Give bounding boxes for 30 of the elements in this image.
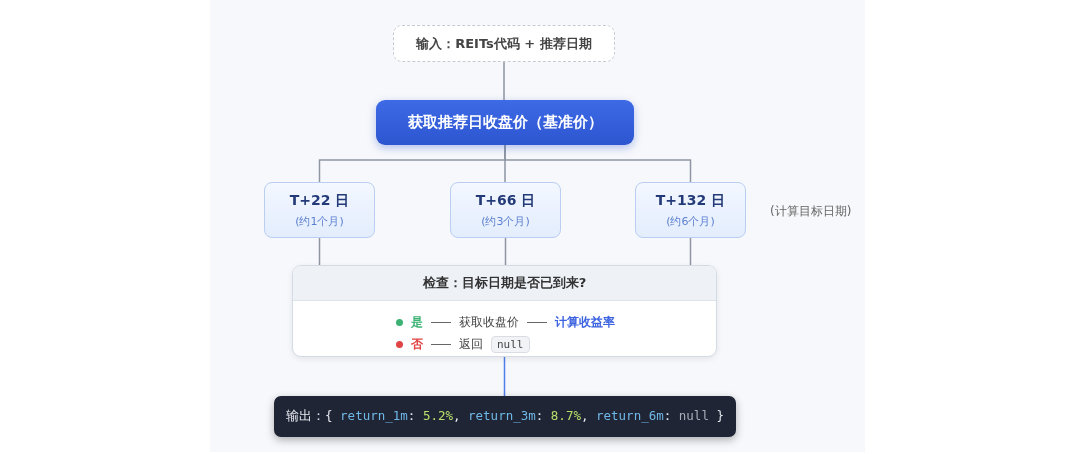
input-label: 输入：REITs代码 + 推荐日期 xyxy=(416,34,592,53)
step-text: 返回 xyxy=(459,335,483,353)
connector-line xyxy=(503,356,506,397)
code-chip: null xyxy=(491,335,530,353)
no-label: 否 xyxy=(411,335,423,353)
date-box xyxy=(264,182,375,238)
date-label: T+66 日 xyxy=(475,191,536,210)
date-label: T+132 日 xyxy=(655,191,726,210)
code-text: 输出：{ return_1m: 5.2%, return_3m: 8.7%, return_6m: null } xyxy=(286,408,724,425)
date-box xyxy=(635,182,746,238)
connector-line xyxy=(504,144,692,183)
process-box xyxy=(376,100,634,145)
date-note: (约6个月) xyxy=(666,213,715,229)
date-label: T+22 日 xyxy=(289,191,350,210)
check-card xyxy=(292,265,717,357)
date-box xyxy=(450,182,561,238)
date-note: (约3个月) xyxy=(481,213,530,229)
result-text: 计算收益率 xyxy=(555,313,615,331)
process-label: 获取推荐日收盘价（基准价） xyxy=(407,113,603,132)
output-code-box xyxy=(274,396,736,437)
input-box xyxy=(393,25,615,62)
connector-line xyxy=(503,61,505,101)
connector-line xyxy=(318,237,321,266)
yes-label: 是 xyxy=(411,313,423,331)
connector-line xyxy=(504,237,507,266)
annotation-text: (计算目标日期) xyxy=(770,203,852,220)
card-header: 检查：目标日期是否已到来? xyxy=(293,266,716,301)
step-text: 获取收盘价 xyxy=(459,313,519,331)
date-note: (约1个月) xyxy=(295,213,344,229)
connector-line xyxy=(689,237,692,266)
